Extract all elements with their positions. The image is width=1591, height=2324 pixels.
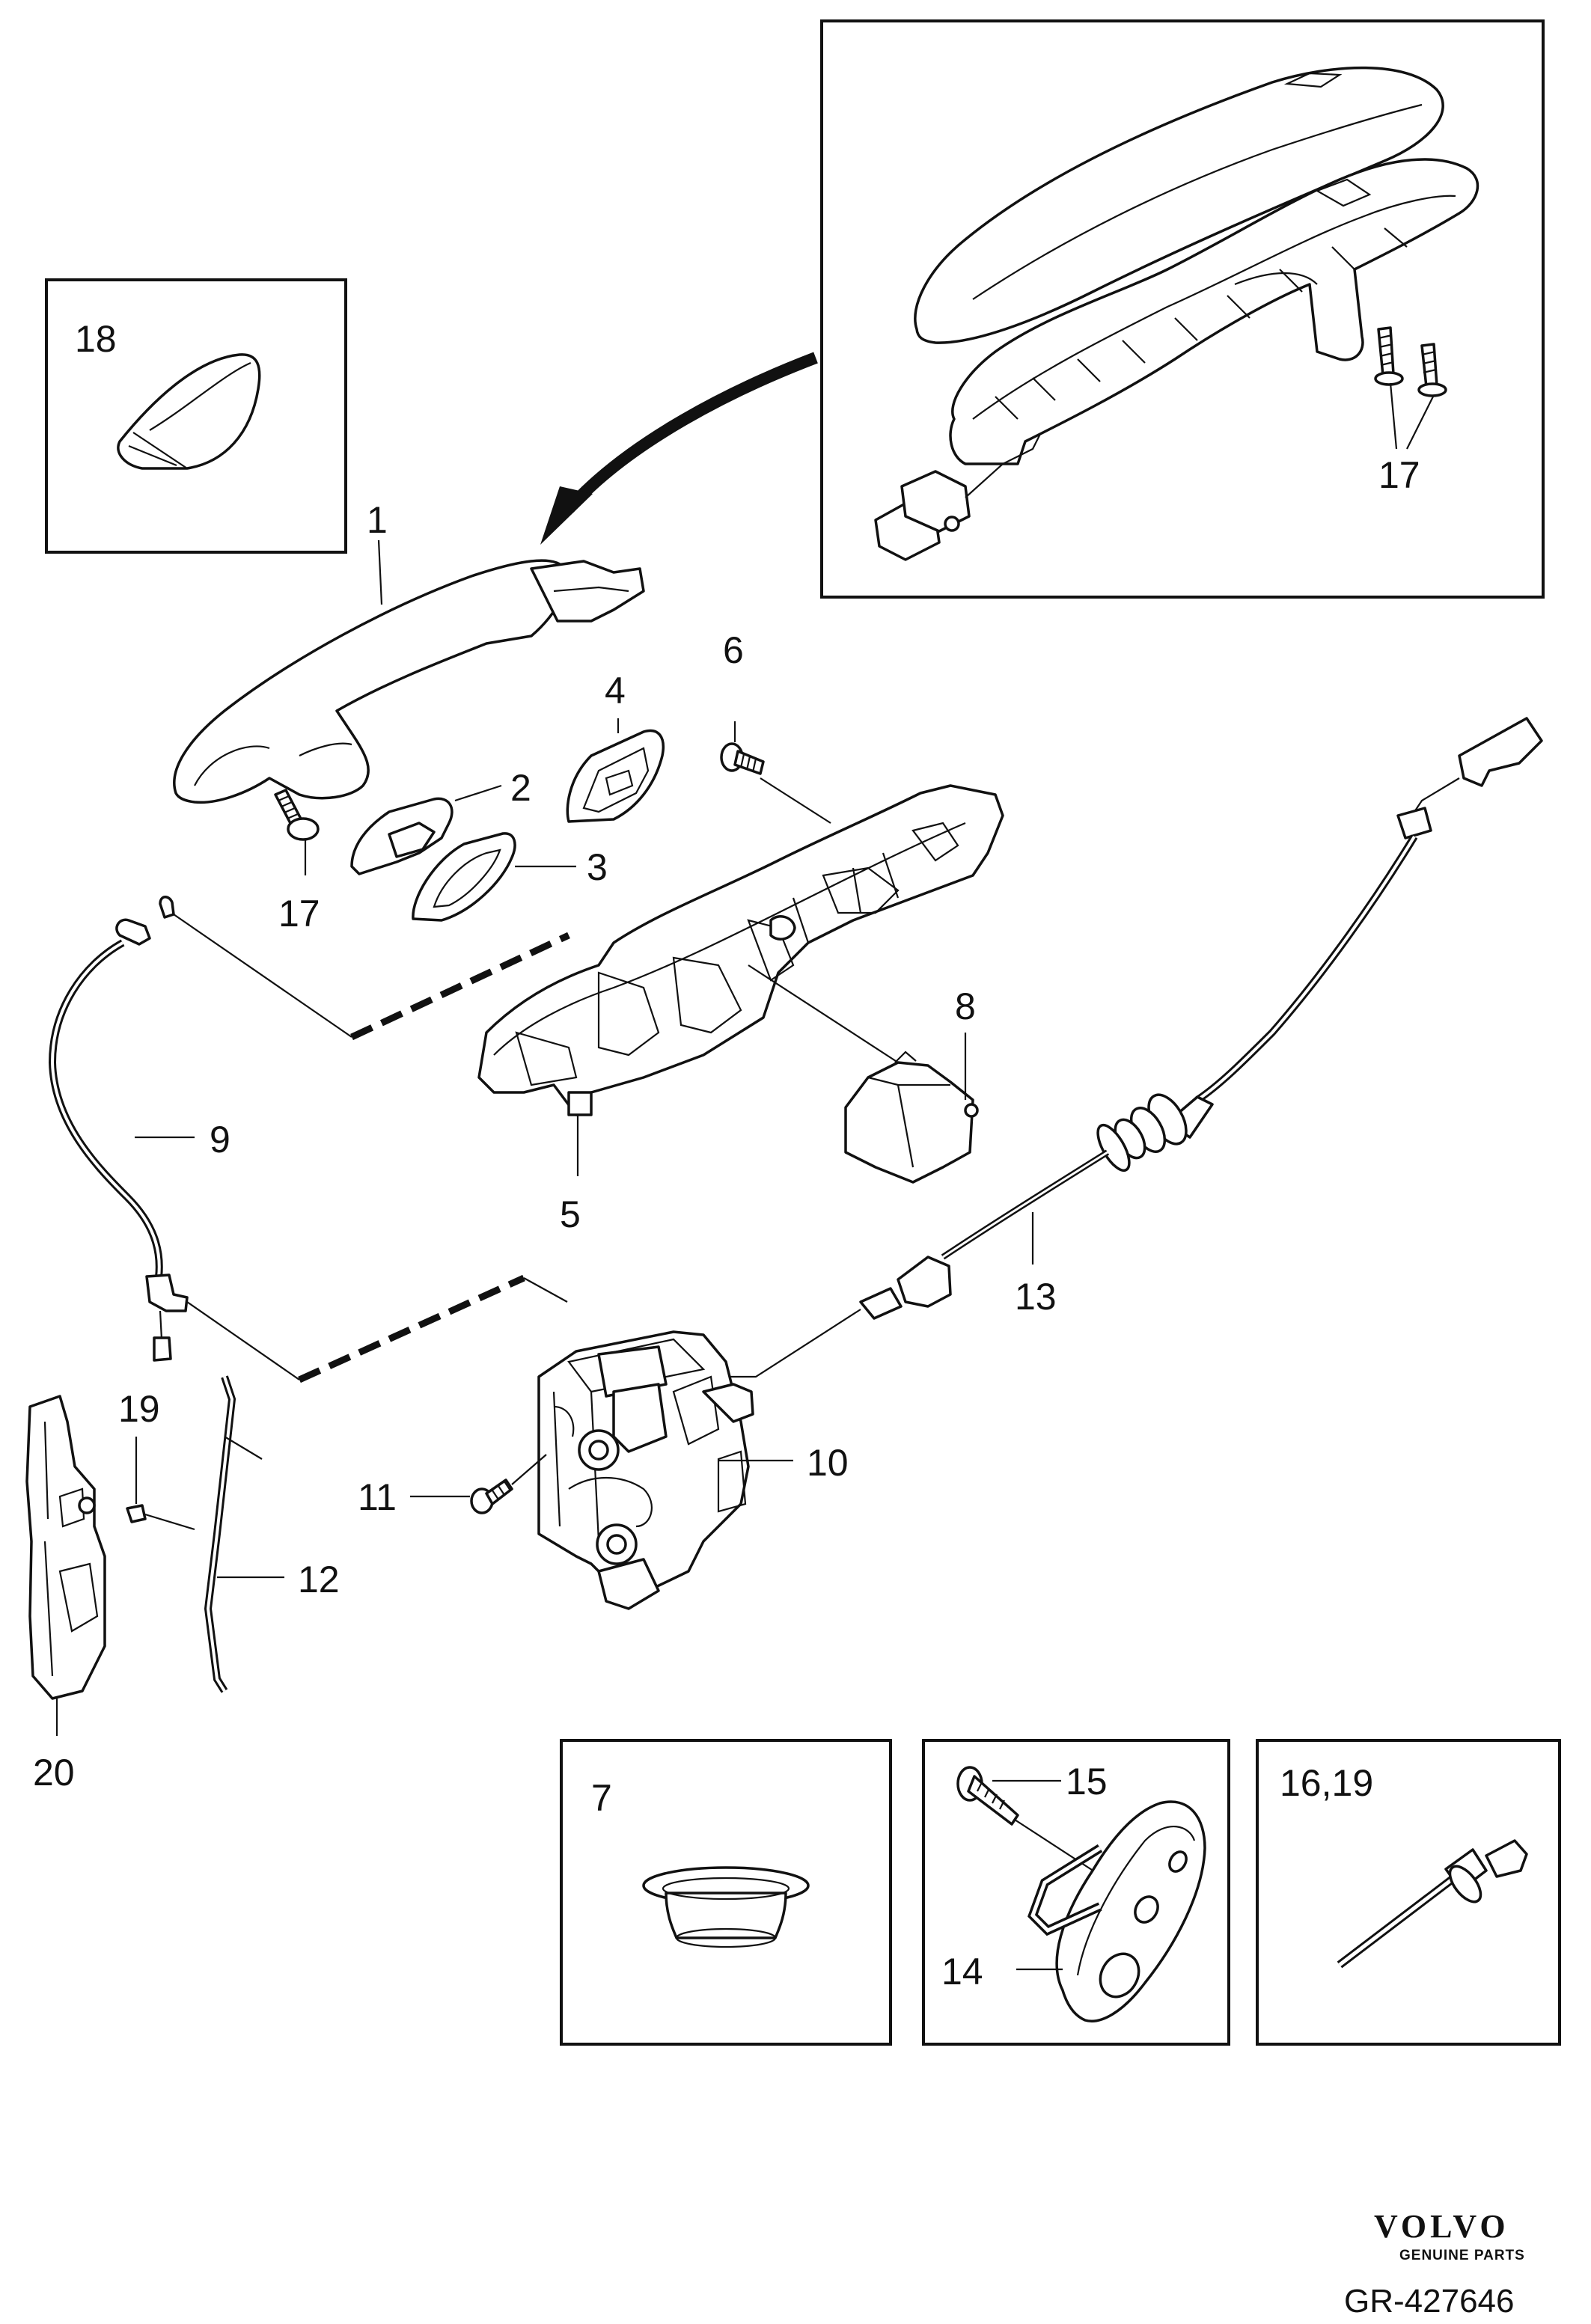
label-3: 3 [587, 846, 608, 888]
screw-17-inset-b [1417, 343, 1447, 397]
label-11: 11 [358, 1476, 397, 1518]
cable-13-bellow [1096, 1093, 1188, 1172]
inset-box-14-15: 15 14 [922, 1739, 1230, 2046]
genuine-parts-label: GENUINE PARTS [1399, 2248, 1525, 2263]
rivet-part-19: 19 [118, 1388, 195, 1531]
inset-box-18: 18 [45, 278, 347, 554]
brand-block: VOLVO GENUINE PARTS GR-427646 [1344, 2208, 1525, 2320]
gasket-part-3: 3 [412, 832, 608, 922]
label-20: 20 [33, 1752, 75, 1794]
detail-arrow [540, 352, 818, 545]
volvo-logo: VOLVO [1374, 2208, 1509, 2245]
electrical-connector-part [874, 433, 1041, 561]
label-5: 5 [560, 1193, 581, 1235]
cable-part-9: 9 [48, 896, 570, 1383]
label-2: 2 [510, 767, 531, 809]
label-10: 10 [807, 1442, 849, 1484]
diagram-reference: GR-427646 [1344, 2283, 1514, 2320]
inset-box-16-19: 16,19 [1256, 1739, 1561, 2046]
label-17-main: 17 [278, 893, 320, 935]
label-6: 6 [723, 629, 744, 671]
label-9: 9 [210, 1119, 230, 1161]
handle-bracket-part-5: 5 [477, 784, 1004, 1235]
label-14: 14 [941, 1951, 983, 1993]
label-16-19: 16,19 [1280, 1762, 1373, 1804]
label-15: 15 [1066, 1761, 1108, 1802]
bracket-part-20: 20 [25, 1395, 106, 1794]
outer-handle-part-1: 1 [173, 499, 645, 804]
label-17-inset: 17 [1378, 454, 1420, 496]
inset-box-7: 7 [560, 1739, 892, 2046]
screw-17-inset-a [1374, 326, 1404, 386]
screw-part-15: 15 [956, 1761, 1110, 1882]
inset-box-handle-bracket: 17 [820, 19, 1545, 599]
label-13: 13 [1015, 1276, 1057, 1318]
cover-part-8: 8 [748, 964, 979, 1184]
label-1: 1 [367, 499, 388, 541]
handle-carrier-part [949, 158, 1479, 465]
gasket-part-4: 4 [566, 670, 665, 823]
cable-part-13: 13 [726, 717, 1543, 1378]
screw-17-handle: 17 [274, 789, 320, 935]
striker-part-14: 14 [941, 1800, 1206, 2022]
label-4: 4 [605, 670, 626, 712]
door-lock-part-10: 10 [537, 1330, 849, 1610]
label-8: 8 [955, 985, 976, 1027]
screw-part-11: 11 [358, 1454, 547, 1518]
label-18: 18 [75, 318, 117, 360]
label-12: 12 [298, 1559, 340, 1600]
handle-cap-part [117, 353, 261, 470]
label-19: 19 [118, 1388, 160, 1430]
label-7: 7 [591, 1777, 612, 1819]
lock-cylinder-cover-part-2: 2 [350, 767, 531, 875]
screw-part-6: 6 [720, 629, 831, 824]
rivet-part-16 [1337, 1839, 1528, 1969]
rod-part-12: 12 [204, 1375, 340, 1693]
plug-part-7 [642, 1866, 810, 1948]
